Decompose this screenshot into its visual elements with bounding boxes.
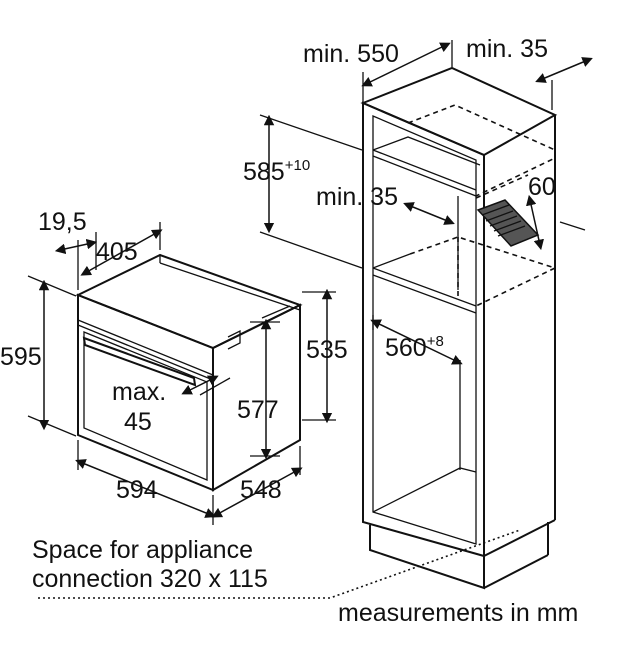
label-recess-depth: 19,5	[38, 208, 87, 236]
label-niche-height: 585+10	[243, 157, 310, 186]
connection-note-line1: Space for appliance	[32, 536, 253, 564]
cabinet-dimension-lines	[259, 40, 593, 365]
labels: 19,5 405 595 max. 45 577 535 594 548 min…	[0, 35, 578, 627]
label-front-depth: 405	[96, 238, 138, 266]
label-cabinet-depth: min. 550	[303, 40, 399, 68]
oven-dimension-lines	[27, 222, 336, 525]
label-oven-height: 595	[0, 343, 42, 371]
units-note: measurements in mm	[338, 599, 578, 627]
label-oven-depth: 548	[240, 476, 282, 504]
connection-leader	[38, 529, 521, 599]
label-max-prefix: max.	[112, 378, 166, 406]
label-rear-height: 535	[306, 336, 348, 364]
connection-note-line2: connection 320 x 115	[32, 565, 268, 593]
label-body-height: 577	[237, 396, 279, 424]
label-shelf-gap: min. 35	[316, 183, 398, 211]
label-oven-width: 594	[116, 476, 158, 504]
cabinet-drawing	[360, 66, 558, 590]
label-max-value: 45	[124, 408, 152, 436]
label-cabinet-rear-gap: min. 35	[466, 35, 548, 63]
label-vent-height: 60	[528, 173, 556, 201]
label-niche-width: 560+8	[385, 333, 444, 362]
